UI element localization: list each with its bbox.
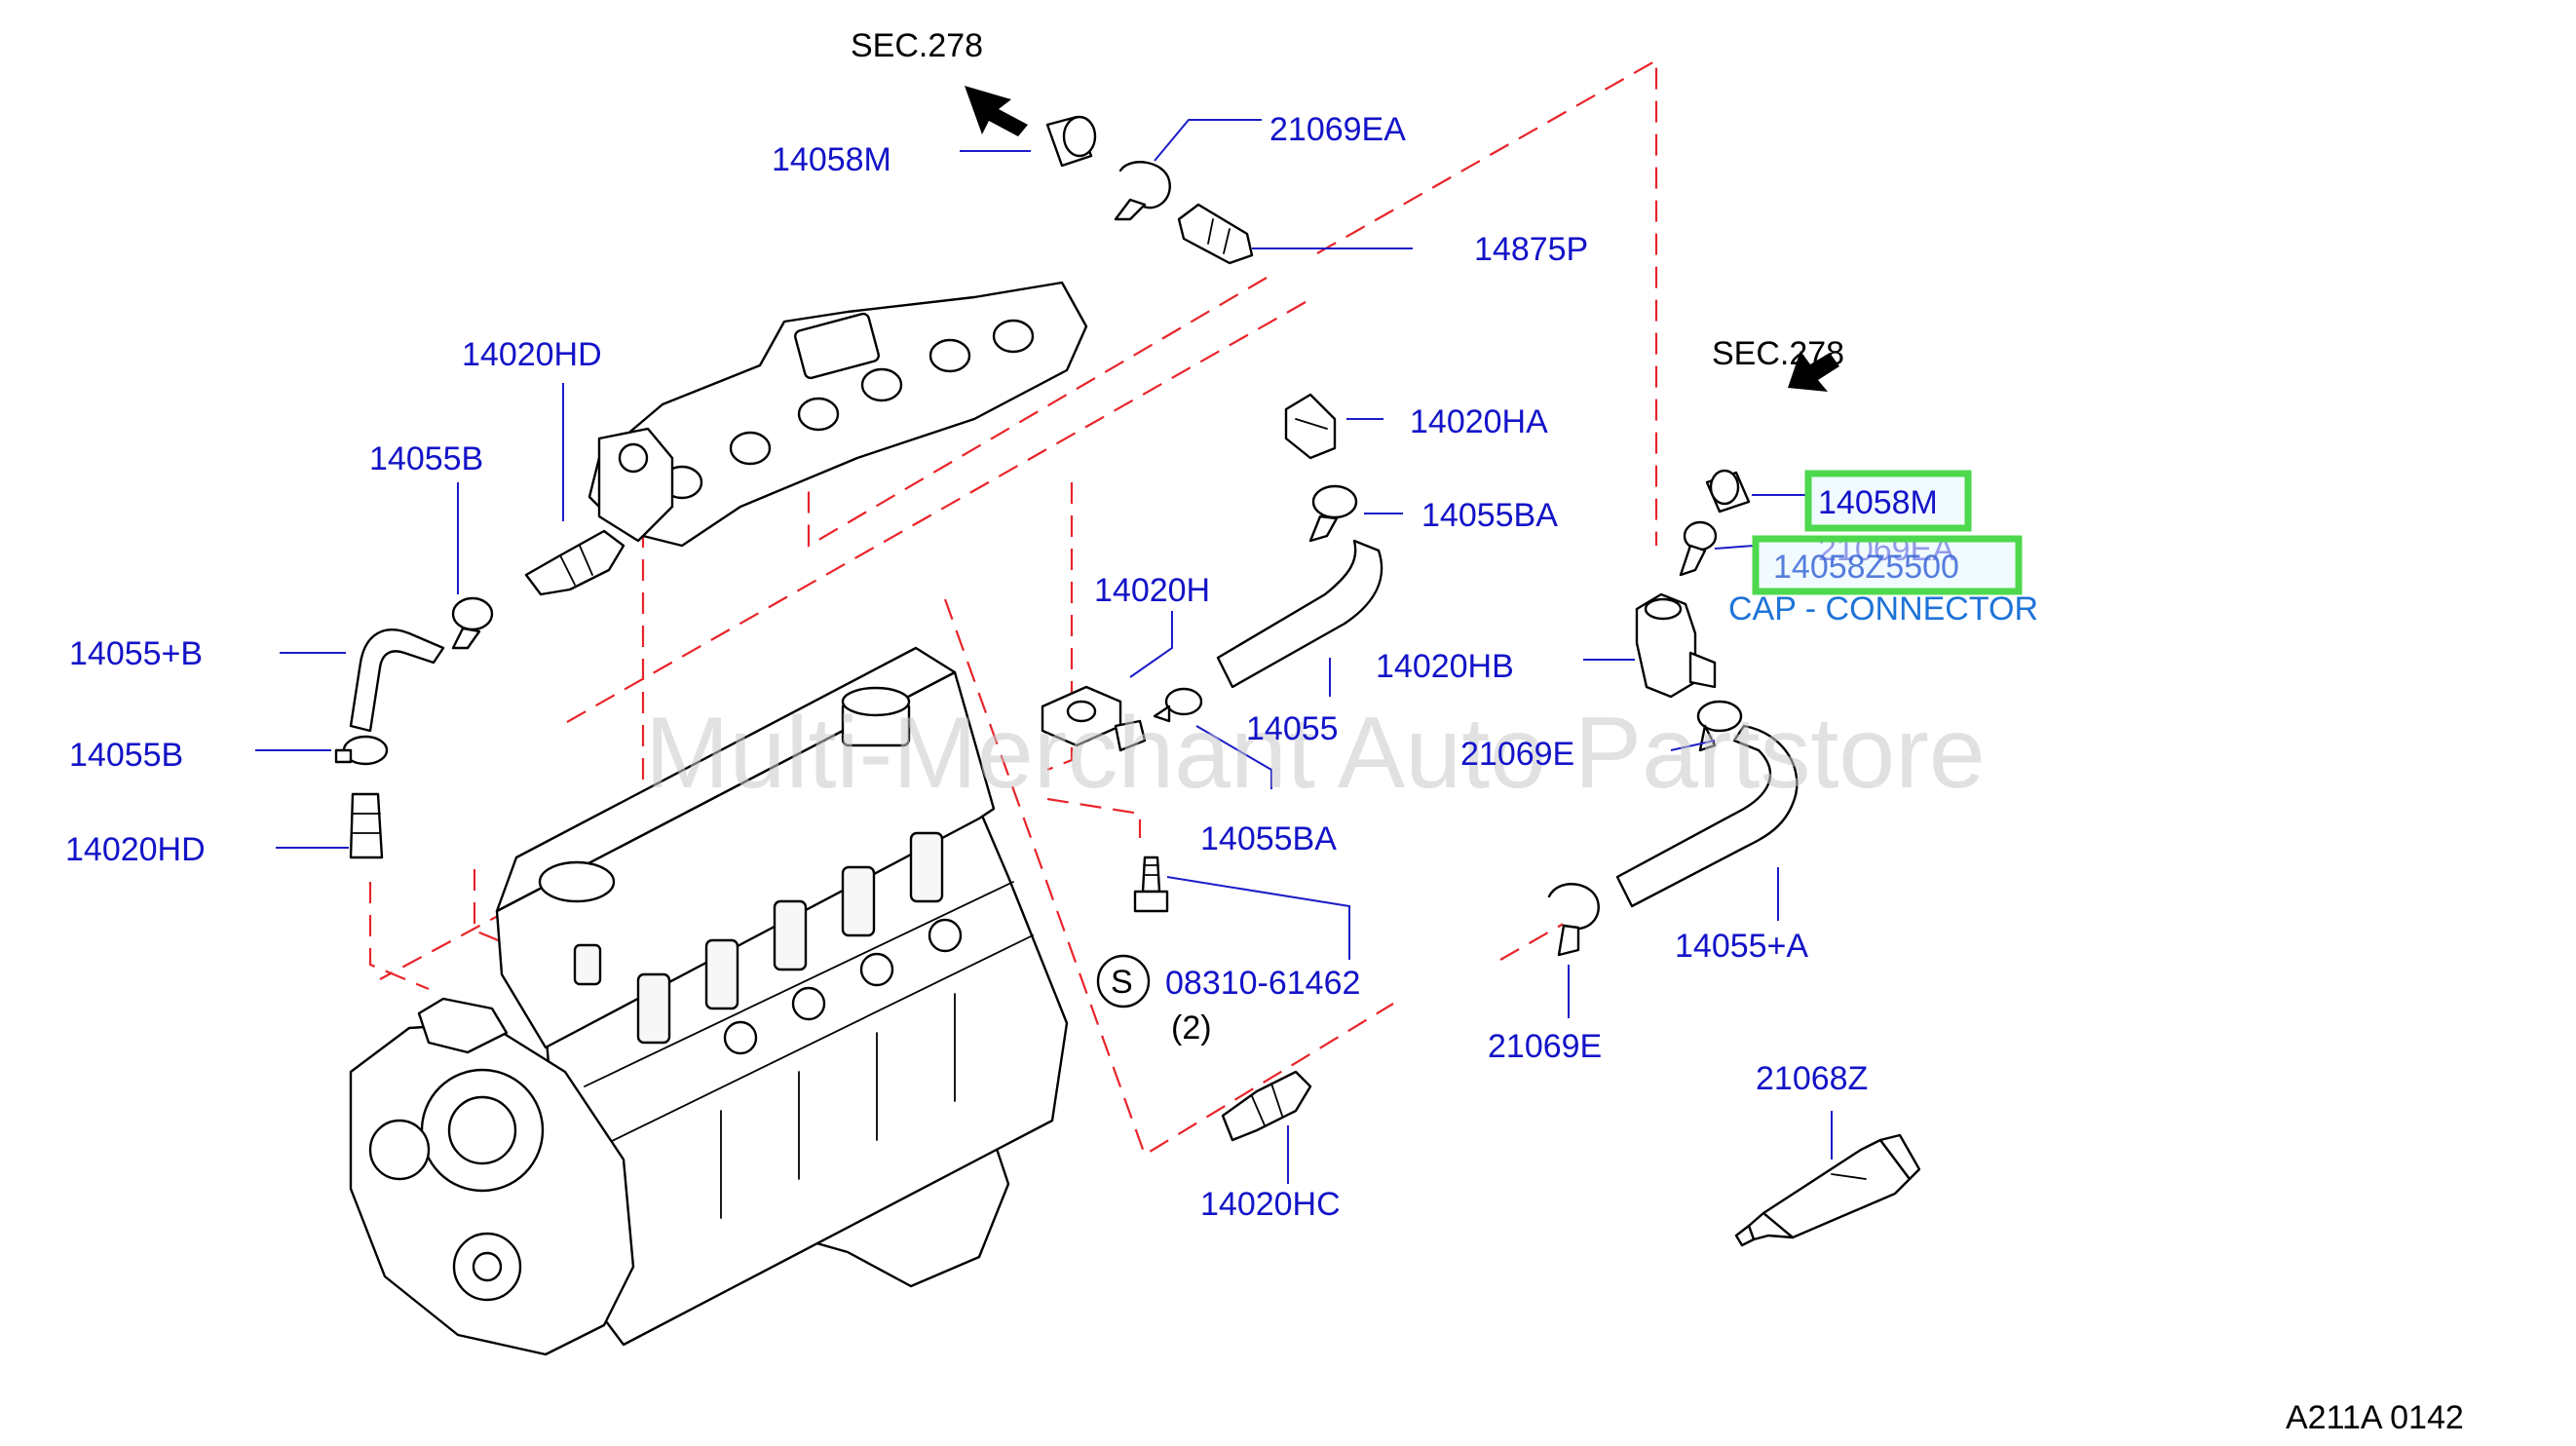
label-14055b-top[interactable]: 14055B (369, 440, 483, 477)
label-14055b-mid[interactable]: 14055B (69, 737, 183, 774)
fitting-14020hd-top (524, 529, 625, 596)
tube-21068z (1734, 1133, 1921, 1247)
clamp-21069e-right (1696, 700, 1743, 752)
cap-14058m-top (1045, 115, 1097, 168)
clamp-14055ba-bot (1153, 687, 1203, 723)
diagram-code: A211A 0142 (2286, 1399, 2464, 1436)
clamp-14055b-mid (334, 735, 389, 766)
label-21069e-right[interactable]: 21069E (1460, 736, 1574, 773)
engine-block (349, 646, 1069, 1356)
hose-14055plusb (349, 628, 445, 733)
label-14058m-top[interactable]: 14058M (772, 141, 891, 178)
clamp-21069e-bot (1547, 883, 1600, 957)
leader-lines (255, 119, 1833, 1184)
label-21069ea-top[interactable]: 21069EA (1269, 111, 1406, 148)
sensor-14875p (1177, 203, 1254, 265)
label-highlight-number[interactable]: 14058Z5500 (1773, 549, 1959, 586)
hose-14055plusa (1615, 724, 1799, 908)
cap-connector-caption: CAP - CONNECTOR (1728, 590, 2038, 628)
label-14020hb[interactable]: 14020HB (1376, 648, 1514, 685)
quantity-label: (2) (1171, 1009, 1212, 1046)
hose-14020hb (1216, 539, 1383, 689)
connector-housing (1635, 592, 1717, 699)
label-14055ba-top[interactable]: 14055BA (1421, 497, 1558, 534)
label-14020hd-top[interactable]: 14020HD (462, 336, 602, 373)
label-14020ha[interactable]: 14020HA (1410, 403, 1548, 440)
label-21069e-bot[interactable]: 21069E (1488, 1028, 1602, 1065)
part-labels: SEC.278 SEC.278 14058M 21069EA 14875P 14… (65, 27, 2464, 1436)
fitting-14020ha (1284, 393, 1337, 460)
label-14875p[interactable]: 14875P (1474, 231, 1588, 268)
label-14020hd-mid[interactable]: 14020HD (65, 831, 206, 868)
clamp-14055ba-top (1308, 484, 1358, 543)
fitting-14020hd-mid (349, 792, 384, 859)
arrow-sec278-right (1788, 351, 1839, 392)
sec278-right-label[interactable]: SEC.278 (1712, 335, 1844, 372)
clamp-21069ea-right (1679, 520, 1718, 577)
label-21068z[interactable]: 21068Z (1756, 1060, 1868, 1097)
clamp-14055b-top (451, 596, 494, 650)
label-14058m-right[interactable]: 14058M (1818, 484, 1938, 521)
fitting-14020hc (1221, 1070, 1312, 1142)
label-14055plusb[interactable]: 14055+B (69, 635, 203, 672)
manifold (587, 281, 1088, 548)
arrow-sec278-top (965, 86, 1028, 136)
sec278-top-label[interactable]: SEC.278 (851, 27, 983, 64)
watermark: Multi-Merchant Auto Partstore (645, 697, 1986, 810)
clamp-21069ea-top (1114, 161, 1171, 221)
highlight-14058m[interactable]: 14058M (1804, 470, 1972, 532)
label-08310-61462[interactable]: 08310-61462 (1165, 965, 1360, 1002)
label-14020h[interactable]: 14020H (1094, 572, 1210, 609)
svg-text:S: S (1111, 964, 1133, 1001)
label-14020hc[interactable]: 14020HC (1200, 1186, 1341, 1223)
label-14055[interactable]: 14055 (1246, 710, 1339, 747)
cap-14058m-right (1705, 469, 1751, 514)
s-mark: S (1096, 954, 1151, 1008)
bolt-08310-61462 (1133, 856, 1169, 913)
highlight-part-number[interactable]: 14058Z5500 (1752, 535, 2023, 595)
label-14055plusa[interactable]: 14055+A (1675, 928, 1808, 965)
flange-14020h (1041, 685, 1147, 752)
label-14055ba-bot[interactable]: 14055BA (1200, 820, 1337, 857)
